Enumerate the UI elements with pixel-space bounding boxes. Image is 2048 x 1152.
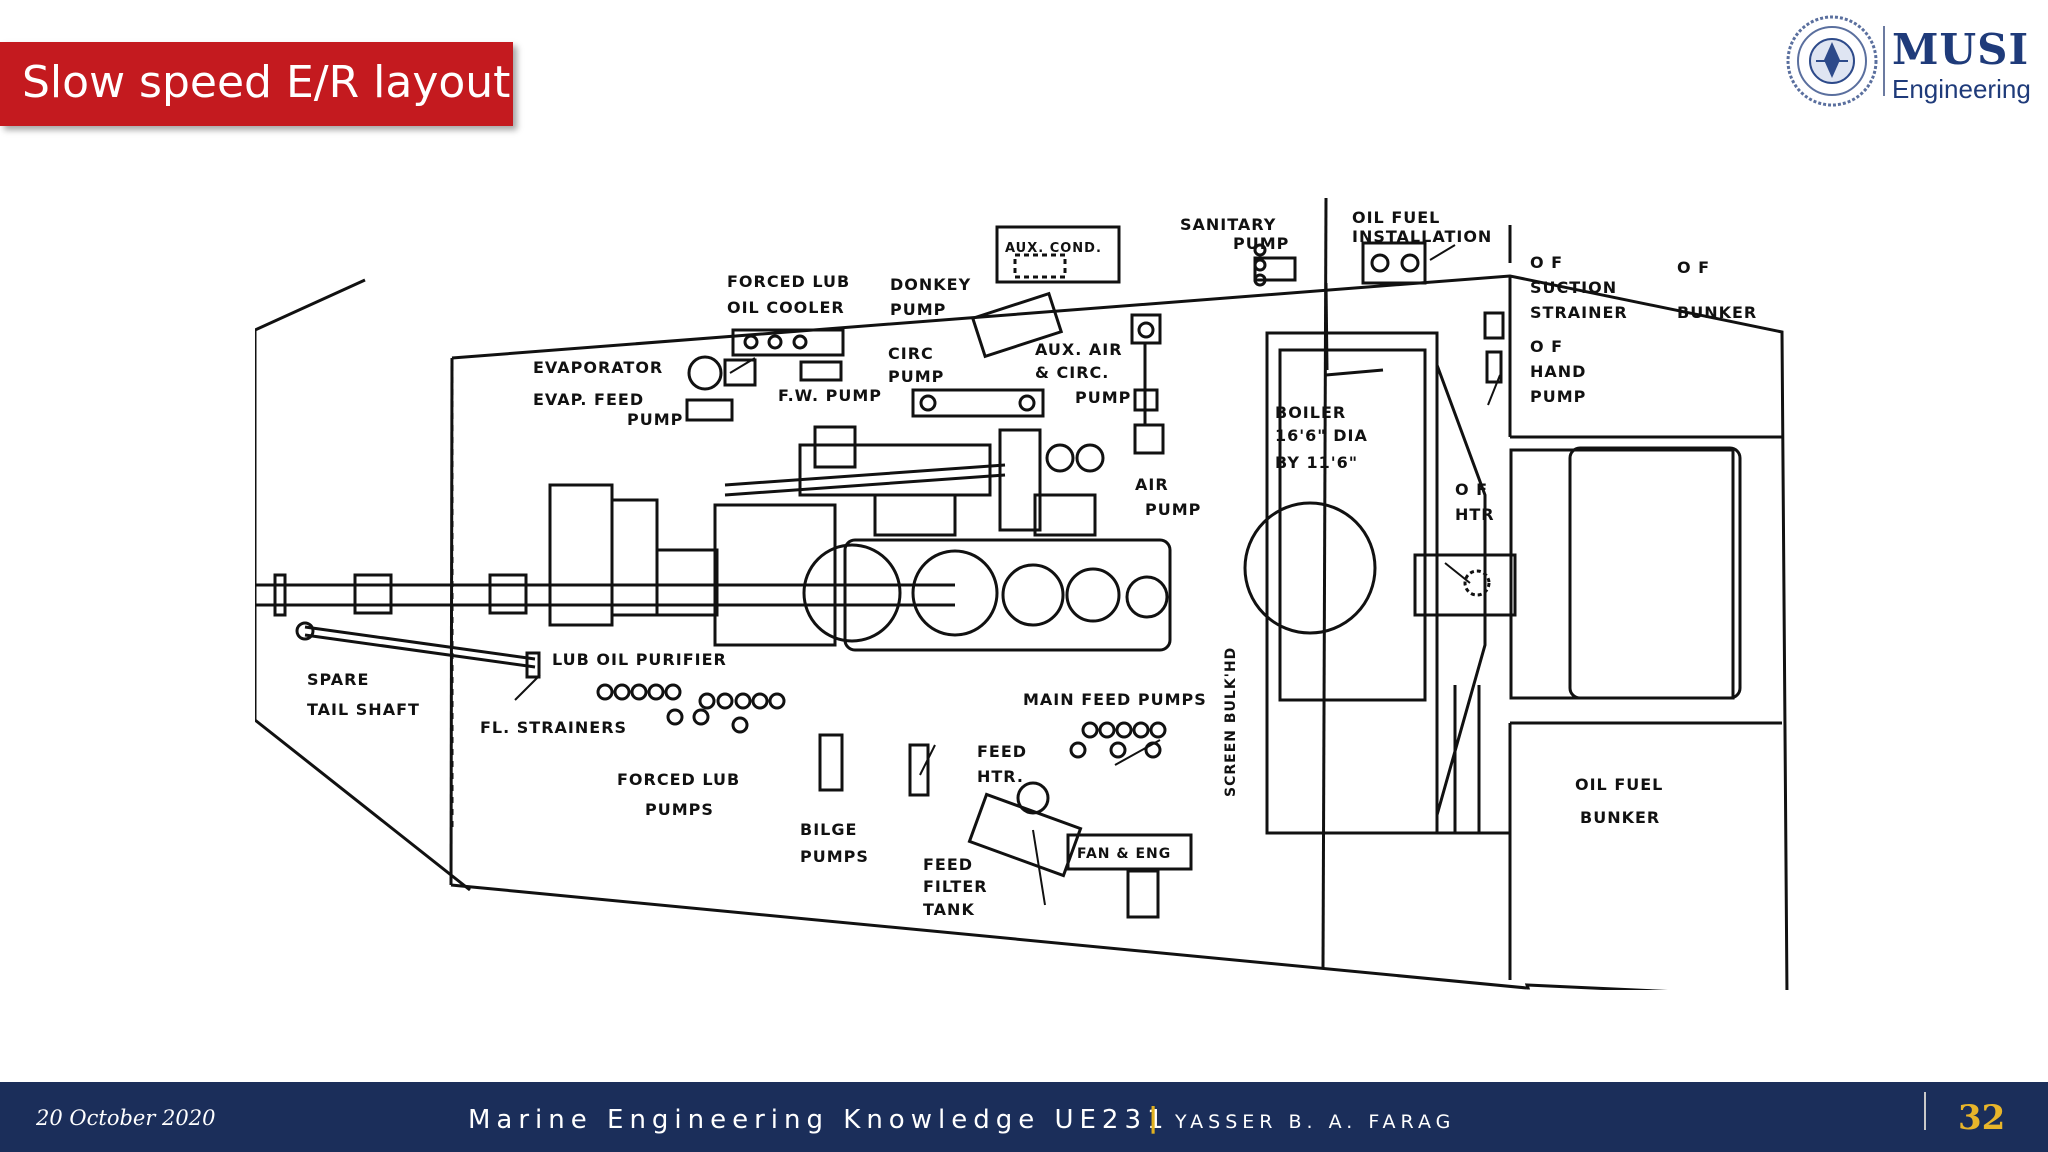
logo-subtitle: Engineering bbox=[1892, 74, 2031, 104]
label-main-feed-pumps: MAIN FEED PUMPS bbox=[1023, 690, 1207, 709]
fan-and-engine bbox=[1066, 833, 1193, 871]
circ-pump bbox=[911, 388, 1045, 418]
label-feed-filter-tank-1: FEED bbox=[923, 855, 973, 874]
label-forced-lub-pumps-1: FORCED LUB bbox=[617, 770, 740, 789]
musi-logo: MUSI Engineering bbox=[1782, 12, 2032, 110]
label-of-bunker-top-2: BUNKER bbox=[1677, 303, 1757, 322]
label-aux-cond: AUX. COND. bbox=[1005, 241, 1102, 256]
label-air-pump-1: AIR bbox=[1135, 475, 1169, 494]
label-of-hand-pump-3: PUMP bbox=[1530, 387, 1586, 406]
label-of-suction-strainer-3: STRAINER bbox=[1530, 303, 1628, 322]
logo-divider bbox=[1883, 26, 1885, 96]
hull-outline bbox=[255, 278, 471, 892]
air-pump bbox=[1045, 443, 1075, 473]
label-lub-oil-purifier: LUB OIL PURIFIER bbox=[552, 650, 727, 669]
footer-date: 20 October 2020 bbox=[36, 1106, 216, 1130]
label-screen-bulkhead: SCREEN BULK'HD bbox=[1223, 647, 1239, 797]
label-oil-fuel-installation-2: INSTALLATION bbox=[1352, 227, 1492, 246]
aux-air-circ-pump bbox=[1130, 313, 1162, 345]
of-heater-block bbox=[1509, 448, 1735, 700]
label-air-pump-2: PUMP bbox=[1145, 500, 1201, 519]
label-of-suction-strainer-2: SUCTION bbox=[1530, 278, 1617, 297]
footer-bar: 20 October 2020 Marine Engineering Knowl… bbox=[0, 1082, 2048, 1152]
university-seal-icon bbox=[1786, 15, 1878, 107]
label-circ-pump-2: PUMP bbox=[888, 367, 944, 386]
label-of-htr-2: HTR bbox=[1455, 505, 1495, 524]
label-fw-pump: F.W. PUMP bbox=[778, 386, 882, 405]
label-of-htr-1: O F bbox=[1455, 480, 1488, 499]
label-boiler-3: BY 11'6" bbox=[1275, 453, 1358, 472]
fw-pump bbox=[799, 360, 843, 382]
oil-fuel-installation bbox=[1361, 241, 1427, 285]
slide-title: Slow speed E/R layout bbox=[22, 57, 511, 108]
footer-author: YASSER B. A. FARAG bbox=[1175, 1111, 1456, 1133]
label-evap-feed-pump-2: PUMP bbox=[627, 410, 683, 429]
label-fl-strainers: FL. STRAINERS bbox=[480, 718, 627, 737]
slide-title-banner: Slow speed E/R layout bbox=[0, 42, 513, 126]
hull-inner-outline bbox=[451, 274, 1789, 990]
label-sanitary-pump-2: PUMP bbox=[1233, 234, 1289, 253]
label-forced-lub-pumps-2: PUMPS bbox=[645, 800, 714, 819]
logo-name: MUSI bbox=[1892, 25, 2030, 74]
label-donkey-pump-2: PUMP bbox=[890, 300, 946, 319]
label-circ-pump-1: CIRC bbox=[888, 344, 934, 363]
label-sanitary-pump-1: SANITARY bbox=[1180, 215, 1276, 234]
of-suction-strainer bbox=[1483, 311, 1505, 340]
bilge-pump-1 bbox=[818, 733, 844, 792]
footer-course: Marine Engineering Knowledge UE231 bbox=[468, 1105, 1170, 1135]
label-of-hand-pump-2: HAND bbox=[1530, 362, 1586, 381]
label-forced-lub-oil-cooler-1: FORCED LUB bbox=[727, 272, 850, 291]
label-oil-fuel-installation-1: OIL FUEL bbox=[1352, 208, 1440, 227]
feed-heater bbox=[1016, 781, 1050, 815]
main-feed-pumps bbox=[1069, 721, 1167, 759]
label-aux-air-circ-pump-2: & CIRC. bbox=[1035, 363, 1109, 382]
turbo-casing bbox=[798, 443, 992, 497]
label-aux-air-circ-pump-3: PUMP bbox=[1075, 388, 1131, 407]
engine-room-drawing: SANITARY PUMP OIL FUEL INSTALLATION AUX.… bbox=[255, 197, 1789, 990]
label-feed-htr-2: HTR. bbox=[977, 767, 1024, 786]
label-aux-air-circ-pump-1: AUX. AIR bbox=[1035, 340, 1123, 359]
label-evap-feed-pump-1: EVAP. FEED bbox=[533, 390, 644, 409]
label-boiler-1: BOILER bbox=[1275, 403, 1346, 422]
footer-separator: | bbox=[1148, 1101, 1159, 1134]
label-of-hand-pump-1: O F bbox=[1530, 337, 1563, 356]
label-donkey-pump-1: DONKEY bbox=[890, 275, 971, 294]
label-evaporator: EVAPORATOR bbox=[533, 358, 663, 377]
label-spare-tail-shaft-1: SPARE bbox=[307, 670, 369, 689]
label-feed-filter-tank-3: TANK bbox=[923, 900, 975, 919]
label-feed-htr-1: FEED bbox=[977, 742, 1027, 761]
label-boiler-2: 16'6" DIA bbox=[1275, 426, 1368, 445]
boiler bbox=[1265, 331, 1439, 835]
label-fan-eng: FAN & ENG bbox=[1077, 846, 1171, 862]
label-feed-filter-tank-2: FILTER bbox=[923, 877, 988, 896]
label-of-suction-strainer-1: O F bbox=[1530, 253, 1563, 272]
label-oil-fuel-bunker-bottom-2: BUNKER bbox=[1580, 808, 1660, 827]
aux-condenser bbox=[995, 225, 1121, 284]
bilge-pump-2 bbox=[908, 743, 930, 797]
evaporator bbox=[687, 355, 723, 391]
label-oil-fuel-bunker-bottom-1: OIL FUEL bbox=[1575, 775, 1663, 794]
forced-lub-oil-cooler bbox=[731, 328, 845, 357]
label-bilge-pumps-1: BILGE bbox=[800, 820, 857, 839]
footer-divider bbox=[1924, 1092, 1926, 1130]
spare-tail-shaft bbox=[304, 625, 536, 669]
label-of-bunker-top-1: O F bbox=[1677, 258, 1710, 277]
fl-strainers-group bbox=[596, 683, 786, 734]
donkey-pump bbox=[970, 291, 1064, 359]
label-spare-tail-shaft-2: TAIL SHAFT bbox=[307, 700, 420, 719]
label-bilge-pumps-2: PUMPS bbox=[800, 847, 869, 866]
of-hand-pump bbox=[1485, 350, 1503, 384]
feed-filter-tank bbox=[967, 792, 1083, 878]
page-number: 32 bbox=[1958, 1098, 2006, 1138]
label-forced-lub-oil-cooler-2: OIL COOLER bbox=[727, 298, 845, 317]
engine-room-layout-diagram: SANITARY PUMP OIL FUEL INSTALLATION AUX.… bbox=[255, 165, 1795, 990]
propeller-shaft bbox=[255, 583, 955, 607]
